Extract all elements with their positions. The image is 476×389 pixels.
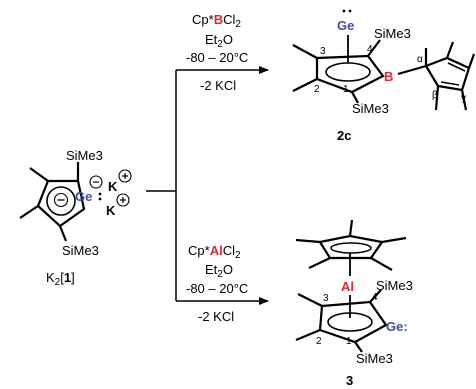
solvent-et2o: Et2O xyxy=(205,32,233,50)
methyl-bond xyxy=(29,167,49,182)
pi-ellipse xyxy=(327,312,373,332)
product-3: Al SiMe3 SiMe3 Ge: 3 4 1 2 3 xyxy=(295,219,413,388)
potassium-2: K xyxy=(106,203,116,218)
cpstar-methyl xyxy=(467,53,476,69)
lone-pair-dot xyxy=(342,9,346,13)
cpstar-methyl xyxy=(460,89,468,111)
b-cpstar-bond xyxy=(397,64,427,76)
beta-label: β xyxy=(432,90,438,101)
lower-conditions: Cp*AlCl2 Et2O -80 – 20°C -2 KCl xyxy=(186,243,248,324)
methyl-bond xyxy=(295,328,321,342)
methyl-bond xyxy=(19,205,39,219)
cpstar-methyl xyxy=(308,257,331,269)
position-1: 1 xyxy=(343,84,349,95)
sime3-top-label: SiMe3 xyxy=(66,148,103,163)
compound-label-k2-1: K2[1] xyxy=(46,270,75,288)
temperature-range: -80 – 20°C xyxy=(186,50,248,65)
position-4: 4 xyxy=(372,292,378,303)
reagent-cpstar-alcl2: Cp*AlCl2 xyxy=(188,243,241,261)
reagent-cpstar-bcl2: Cp*BCl2 xyxy=(192,12,241,30)
product-2c: Ge SiMe3 SiMe3 B 3 4 1 2 α β γ 2c xyxy=(292,9,476,143)
reaction-arrows xyxy=(146,66,269,305)
cpstar-methyl xyxy=(370,257,393,271)
boron-atom: B xyxy=(384,69,393,84)
reactant-k2-1: SiMe3 SiMe3 Ge K K K2[1] xyxy=(19,148,132,288)
aromatic-circle xyxy=(46,186,76,216)
cpstar-ring xyxy=(318,234,384,260)
sime3-bottom-label: SiMe3 xyxy=(356,351,393,366)
cpstar-methyl xyxy=(295,238,321,244)
aluminium-atom: Al xyxy=(341,279,354,294)
lone-pair-dot xyxy=(98,192,102,196)
pi-ellipse xyxy=(325,62,371,82)
lone-pair-dot xyxy=(98,197,102,201)
cpstar-pi-ellipse xyxy=(330,242,372,254)
position-1: 1 xyxy=(346,336,352,347)
temperature-range: -80 – 20°C xyxy=(186,281,248,296)
potassium-1: K xyxy=(108,179,118,194)
ge-atom: Ge xyxy=(337,18,354,33)
sime3-bond xyxy=(58,225,68,242)
position-3: 3 xyxy=(320,46,326,57)
sime3-bottom-label: SiMe3 xyxy=(62,243,99,258)
compound-label-3: 3 xyxy=(346,373,353,388)
sime3-bond xyxy=(369,289,382,303)
cpstar-double-bond xyxy=(447,62,466,72)
ge-negative-charge xyxy=(89,175,103,189)
cpstar-methyl xyxy=(381,236,407,244)
germole-ring xyxy=(36,179,86,228)
cpstar-methyl xyxy=(445,41,455,59)
sime3-top-label: SiMe3 xyxy=(376,278,413,293)
byproduct-kcl: -2 KCl xyxy=(198,309,234,324)
methyl-bond xyxy=(292,44,318,59)
position-2: 2 xyxy=(316,336,322,347)
ring-negative-charge xyxy=(53,192,69,208)
cpstar-methyl xyxy=(348,219,354,237)
sime3-top-label: SiMe3 xyxy=(374,26,411,41)
positive-charge xyxy=(118,169,132,183)
solvent-et2o: Et2O xyxy=(205,262,233,280)
methyl-bond xyxy=(297,293,323,307)
positive-charge xyxy=(116,193,130,207)
ge-atom: Ge xyxy=(75,189,92,204)
sime3-bottom-label: SiMe3 xyxy=(352,101,389,116)
germole-ring xyxy=(318,300,388,344)
sime3-bond xyxy=(351,91,359,104)
position-3: 3 xyxy=(323,293,329,304)
lone-pair-dot xyxy=(348,9,352,13)
upper-conditions: Cp*BCl2 Et2O -80 – 20°C -2 KCl xyxy=(186,12,248,93)
cpstar-double-bond xyxy=(440,81,460,86)
byproduct-kcl: -2 KCl xyxy=(200,78,236,93)
compound-label-2c: 2c xyxy=(337,128,351,143)
sime3-bond xyxy=(354,341,363,353)
alpha-label: α xyxy=(417,54,423,65)
sime3-bond xyxy=(367,39,381,57)
cpstar-methyl xyxy=(434,85,440,111)
heterocycle-ring xyxy=(315,54,385,94)
position-4: 4 xyxy=(367,44,373,55)
position-2: 2 xyxy=(314,84,320,95)
ge-atom: Ge: xyxy=(386,319,408,334)
methyl-bond xyxy=(292,78,318,92)
cpstar-ring xyxy=(424,56,471,92)
